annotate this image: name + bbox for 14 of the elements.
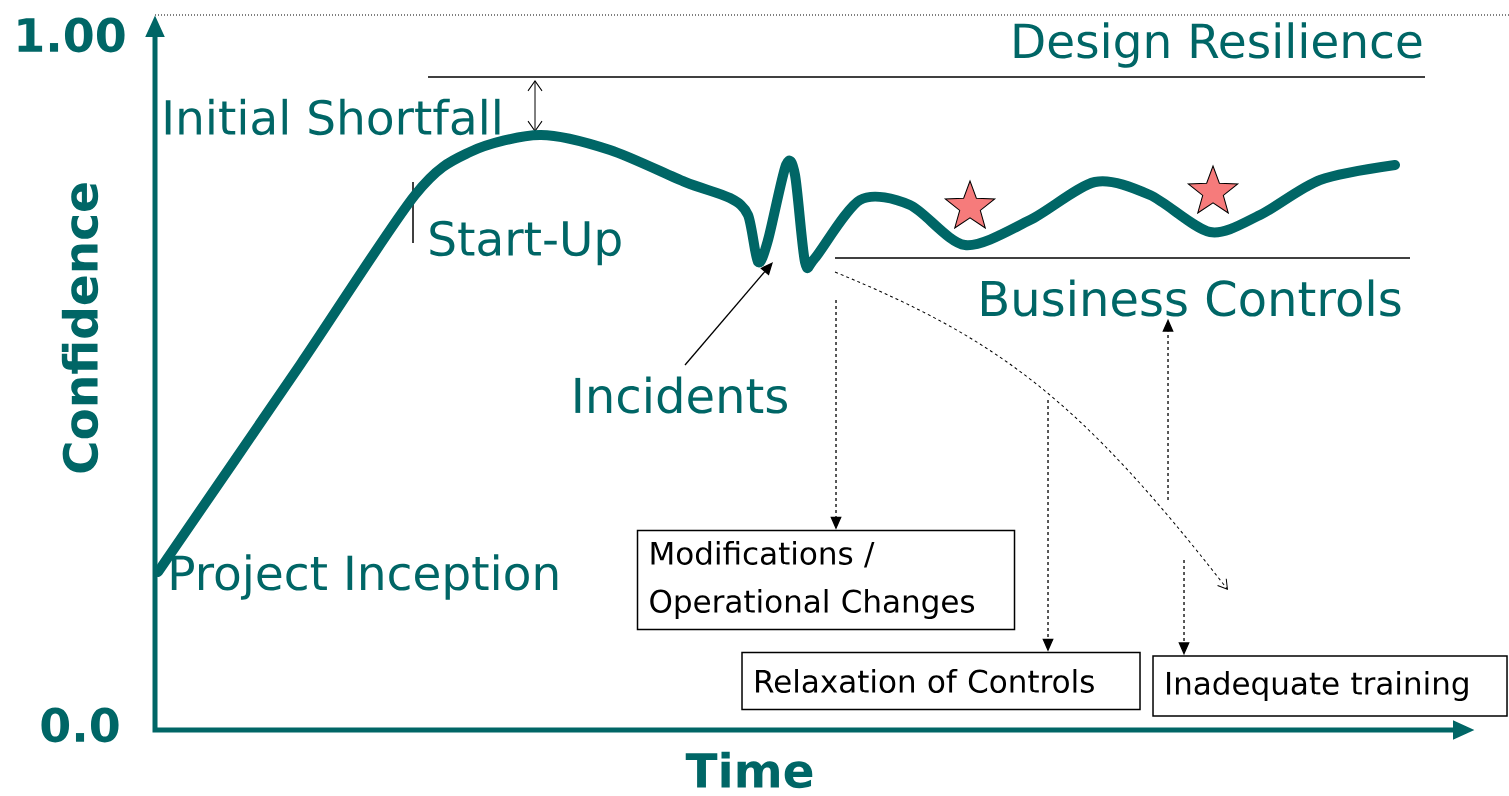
shortfall-label: Initial Shortfall xyxy=(165,98,500,136)
arrow xyxy=(684,262,773,366)
axis-title: Confidence xyxy=(61,183,99,473)
curve-label: Incidents xyxy=(575,376,787,414)
axis-title: Time xyxy=(685,751,813,789)
phase-label: Start-Up xyxy=(430,220,621,266)
cause-box: Modifications / Operational Changes xyxy=(636,529,1016,631)
cause-box: Inadequate training xyxy=(1152,655,1508,717)
cause-box: Relaxation of Controls xyxy=(741,651,1141,711)
axis-label: 1.00 xyxy=(18,17,125,53)
curve-label: Business Controls xyxy=(982,279,1401,317)
level-label: Design Resilience xyxy=(1014,22,1422,68)
axis-label: 0.0 xyxy=(41,707,119,743)
phase-label: Project Inception xyxy=(171,554,558,600)
